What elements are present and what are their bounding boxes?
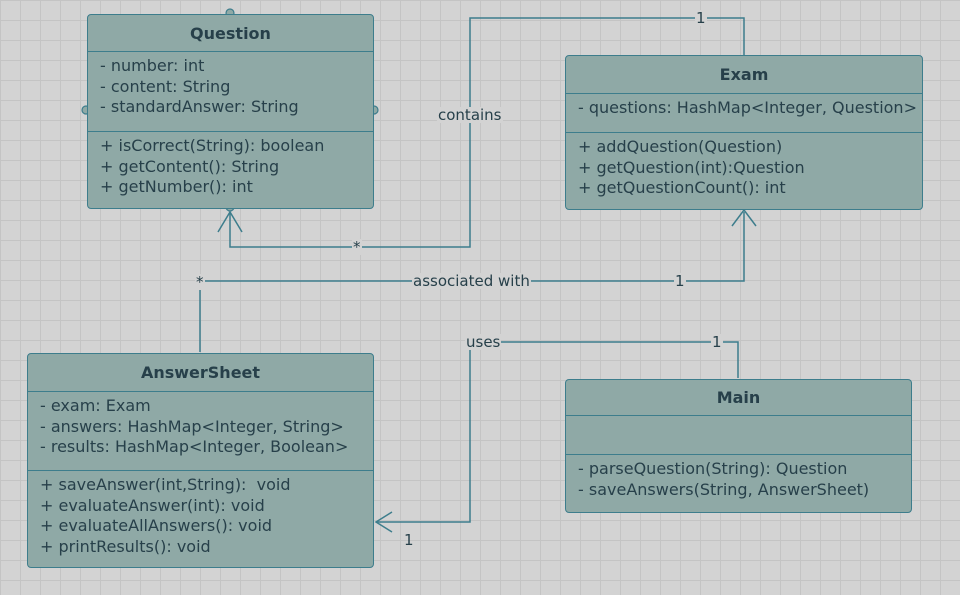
contains-multiplicity-exam: 1 xyxy=(695,9,707,27)
attribute: - questions: HashMap<Integer, Question> xyxy=(578,98,917,117)
question-class[interactable]: Question - number: int - content: String… xyxy=(87,14,374,209)
method: + getQuestionCount(): int xyxy=(578,178,786,197)
attributes-section: - questions: HashMap<Integer, Question> xyxy=(566,94,922,133)
association-multiplicity-answersheet: * xyxy=(195,273,205,291)
attribute: - number: int xyxy=(100,56,205,75)
method: - saveAnswers(String, AnswerSheet) xyxy=(578,479,870,499)
method: - parseQuestion(String): Question xyxy=(578,459,848,478)
method: + addQuestion(Question) xyxy=(578,137,783,156)
association-label: associated with xyxy=(412,272,531,290)
uses-multiplicity-main: 1 xyxy=(711,333,723,351)
methods-section: + saveAnswer(int,String): void + evaluat… xyxy=(28,471,373,557)
class-name: Exam xyxy=(566,56,922,94)
method: + getNumber(): int xyxy=(100,177,253,196)
contains-multiplicity-question: * xyxy=(352,238,362,256)
main-class[interactable]: Main - parseQuestion(String): Question -… xyxy=(565,379,912,513)
methods-section: + addQuestion(Question) + getQuestion(in… xyxy=(566,133,922,199)
uses-label: uses xyxy=(465,333,502,351)
attributes-section: - exam: Exam - answers: HashMap<Integer,… xyxy=(28,392,373,471)
attributes-section: - number: int - content: String - standa… xyxy=(88,52,373,132)
method: + saveAnswer(int,String): void xyxy=(40,475,291,494)
attribute: - results: HashMap<Integer, Boolean> xyxy=(40,437,349,456)
method: + evaluateAnswer(int): void xyxy=(40,495,265,515)
method: + isCorrect(String): boolean xyxy=(100,136,325,155)
method: + printResults(): void xyxy=(40,536,211,556)
method: + getQuestion(int):Question xyxy=(578,157,805,177)
methods-section: - parseQuestion(String): Question - save… xyxy=(566,455,911,500)
uses-arrowhead xyxy=(374,511,393,533)
contains-label: contains xyxy=(437,106,503,124)
method: + getContent(): String xyxy=(100,156,280,176)
class-name: Question xyxy=(88,15,373,52)
association-multiplicity-exam: 1 xyxy=(674,272,686,290)
method: + evaluateAllAnswers(): void xyxy=(40,516,273,535)
uses-multiplicity-answersheet: 1 xyxy=(404,531,414,549)
association-arrowhead xyxy=(731,208,757,227)
attribute: - exam: Exam xyxy=(40,396,151,415)
attributes-section xyxy=(566,416,911,455)
class-name: AnswerSheet xyxy=(28,354,373,392)
contains-connector xyxy=(229,17,745,248)
exam-class[interactable]: Exam - questions: HashMap<Integer, Quest… xyxy=(565,55,923,210)
attribute: - content: String xyxy=(100,76,231,96)
attribute: - standardAnswer: String xyxy=(100,97,299,116)
answersheet-class[interactable]: AnswerSheet - exam: Exam - answers: Hash… xyxy=(27,353,374,568)
attribute: - answers: HashMap<Integer, String> xyxy=(40,416,344,436)
class-name: Main xyxy=(566,380,911,416)
methods-section: + isCorrect(String): boolean + getConten… xyxy=(88,132,373,198)
contains-arrowhead xyxy=(217,210,243,233)
